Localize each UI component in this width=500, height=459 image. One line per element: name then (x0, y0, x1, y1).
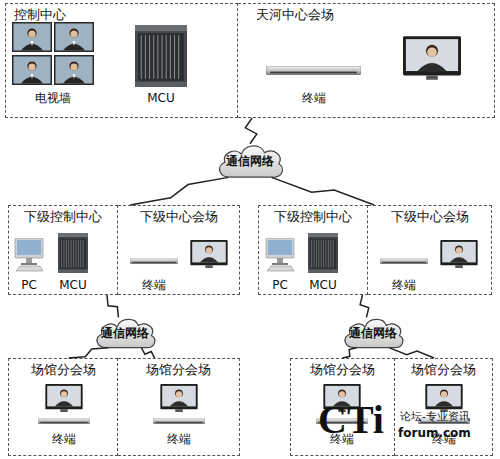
terminal-device (380, 258, 428, 264)
monitor (160, 384, 197, 412)
tv-screen (54, 55, 94, 85)
venue-heading: 下级中心会场 (118, 209, 239, 225)
node-text-holder: 下级中心会场 (118, 209, 239, 225)
venue-heading: 场馆分会场 (395, 362, 492, 378)
mcu-rack (135, 25, 187, 87)
terminal-device (153, 418, 205, 424)
venue-heading: 下级控制中心 (9, 209, 117, 225)
mcu-rack (308, 233, 338, 273)
pc-icon (15, 238, 43, 271)
mcu-rack (58, 233, 88, 273)
network-link (245, 118, 257, 144)
network-name: 通信网络 (226, 153, 274, 169)
venue-heading: 控制中心 (14, 7, 237, 23)
venue-box: 天河中心会场 (238, 3, 495, 118)
watermark-text: 论坛-专业资讯 (400, 410, 470, 423)
network-cloud: 通信网络 (92, 314, 158, 352)
node-text-holder: 控制中心 (6, 7, 237, 23)
network-link (272, 177, 375, 205)
device-label: MCU (147, 91, 175, 105)
device-label: 终端 (52, 432, 76, 446)
device-label: 终端 (302, 91, 326, 105)
node-text-holder: 场馆分会场 (291, 362, 394, 378)
monitor (440, 240, 477, 268)
venue-heading: 场馆分会场 (118, 362, 239, 378)
node-text-holder: 场馆分会场 (118, 362, 239, 378)
device-label: MCU (59, 278, 87, 292)
device-label: 电视墙 (35, 91, 71, 105)
venue-heading: 天河中心会场 (256, 7, 494, 23)
device-label: PC (272, 278, 288, 292)
watermark-logo: CTi (318, 398, 384, 442)
tv-screen (12, 55, 52, 85)
venue-heading: 场馆分会场 (9, 362, 117, 378)
network-link (69, 348, 109, 358)
venue-heading: 下级中心会场 (368, 209, 491, 225)
network-link (142, 348, 155, 358)
network-link (107, 295, 118, 317)
venue-box: 下级中心会场 (368, 205, 492, 295)
tv-screen (12, 22, 52, 52)
monitor (45, 384, 82, 412)
terminal-device (130, 258, 178, 264)
network-link (343, 348, 357, 358)
node-text-holder: 场馆分会场 (395, 362, 492, 378)
node-text-holder: 通信网络 (340, 314, 406, 352)
network-link (130, 177, 228, 205)
device-label: 终端 (392, 278, 416, 292)
device-label: 终端 (167, 432, 191, 446)
network-cloud: 通信网络 (340, 314, 406, 352)
node-text-holder: 天河中心会场 (238, 7, 494, 23)
node-text-holder: 场馆分会场 (9, 362, 117, 378)
tv-screen (54, 22, 94, 52)
network-cloud: 通信网络 (214, 140, 286, 182)
venue-box: 下级中心会场 (118, 205, 240, 295)
venue-heading: 下级控制中心 (259, 209, 367, 225)
node-text-holder: 下级控制中心 (259, 209, 367, 225)
venue-heading: 场馆分会场 (291, 362, 394, 378)
device-label: MCU (309, 278, 337, 292)
network-name: 通信网络 (349, 325, 397, 341)
node-text-holder: 通信网络 (214, 140, 286, 182)
node-text-holder: 下级中心会场 (368, 209, 491, 225)
monitor (425, 384, 462, 412)
node-text-holder: 下级控制中心 (9, 209, 117, 225)
monitor (403, 36, 461, 80)
terminal-device (38, 418, 90, 424)
cloud-shape (97, 319, 155, 347)
monitor (190, 240, 227, 268)
cloud-shape (220, 146, 283, 177)
node-text-holder: 通信网络 (92, 314, 158, 352)
tv-wall (12, 22, 94, 85)
network-link (390, 348, 435, 358)
device-label: 终端 (142, 278, 166, 292)
device-label: PC (21, 278, 37, 292)
cloud-shape (345, 319, 403, 347)
network-link (360, 295, 369, 317)
watermark-text: forum.com (398, 426, 471, 440)
network-name: 通信网络 (101, 325, 149, 341)
terminal-device (266, 66, 361, 75)
pc-icon (266, 238, 294, 271)
